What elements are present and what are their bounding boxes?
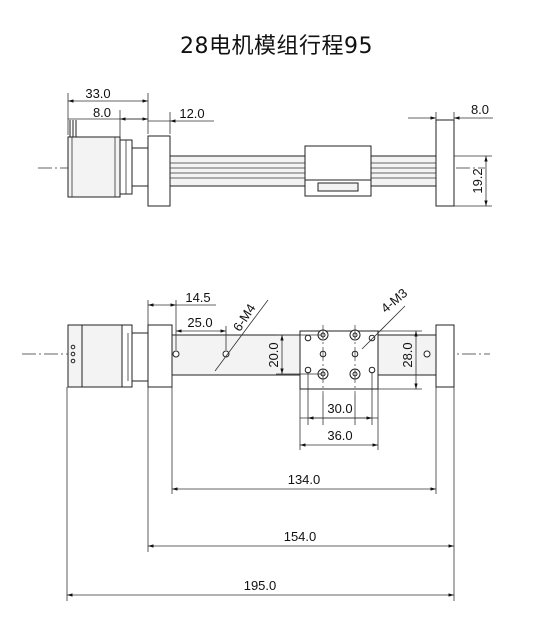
- top-rails: [169, 155, 437, 187]
- dim-20: 20.0: [266, 342, 281, 367]
- top-motor: [67, 120, 149, 198]
- dim-19-2: 19.2: [470, 168, 485, 193]
- drawing-title: 28电机模组行程95: [180, 34, 373, 59]
- dim-28: 28.0: [400, 342, 415, 367]
- top-right-block: [435, 119, 455, 207]
- dim-14-5: 14.5: [185, 290, 210, 305]
- top-slider: [304, 145, 372, 197]
- front-slider: [299, 325, 379, 395]
- dim-134: 134.0: [288, 472, 321, 487]
- dim-25: 25.0: [187, 315, 212, 330]
- dim-12: 12.0: [179, 106, 204, 121]
- dim-33: 33.0: [85, 86, 110, 101]
- top-left-block: [147, 135, 171, 207]
- front-view: 14.5 25.0 6-M4 4-M3 20.0 28.0 30.0: [22, 285, 490, 601]
- dim-195: 195.0: [244, 578, 277, 593]
- dim-8-right: 8.0: [471, 102, 489, 117]
- top-view: 33.0 8.0 12.0 8.0 19.2: [38, 86, 493, 207]
- front-right-block: [435, 324, 455, 388]
- hole-left-1: [172, 350, 180, 358]
- dim-154: 154.0: [284, 529, 317, 544]
- label-6-m4: 6-M4: [230, 301, 259, 334]
- dim-36: 36.0: [327, 428, 352, 443]
- label-4-m3: 4-M3: [378, 285, 410, 316]
- dim-30: 30.0: [327, 401, 352, 416]
- front-motor: [67, 324, 149, 388]
- front-left-block: [147, 324, 173, 388]
- hole-right-1: [423, 350, 431, 358]
- dim-8-left: 8.0: [93, 105, 111, 120]
- hole-left-2: [222, 350, 230, 358]
